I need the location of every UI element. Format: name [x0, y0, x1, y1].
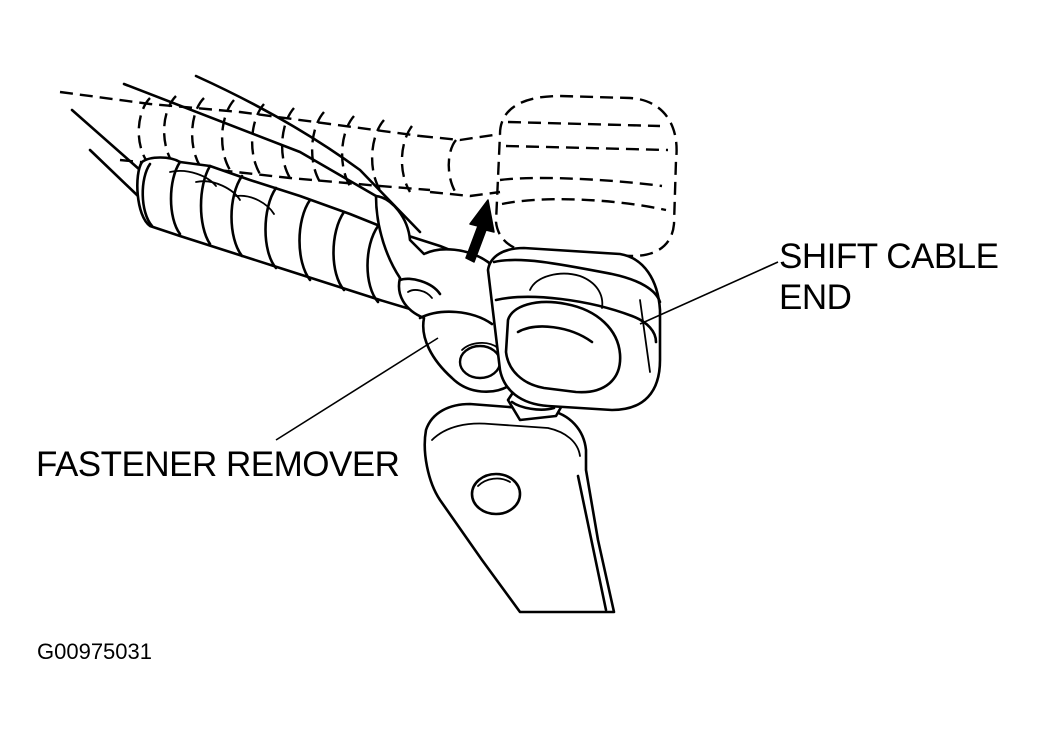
lever-pivot-hole: [470, 472, 522, 516]
shift-lever-arm: [423, 402, 616, 614]
leader-line-shift-cable-end: [639, 261, 779, 325]
leader-line-fastener-remover: [275, 337, 439, 441]
tool-jaw-opening: [458, 344, 502, 380]
label-shift-cable-end-line1: SHIFT CABLE: [779, 237, 999, 276]
label-fastener-remover: FASTENER REMOVER: [36, 445, 400, 484]
shift-cable-end: [486, 246, 662, 412]
figure-id: G00975031: [37, 639, 152, 664]
up-arrow-icon: [465, 199, 495, 263]
cable-end-ghost-outline: [419, 94, 678, 258]
label-shift-cable-end-line2: END: [779, 278, 852, 317]
fastener-remover-tool: [122, 74, 522, 394]
